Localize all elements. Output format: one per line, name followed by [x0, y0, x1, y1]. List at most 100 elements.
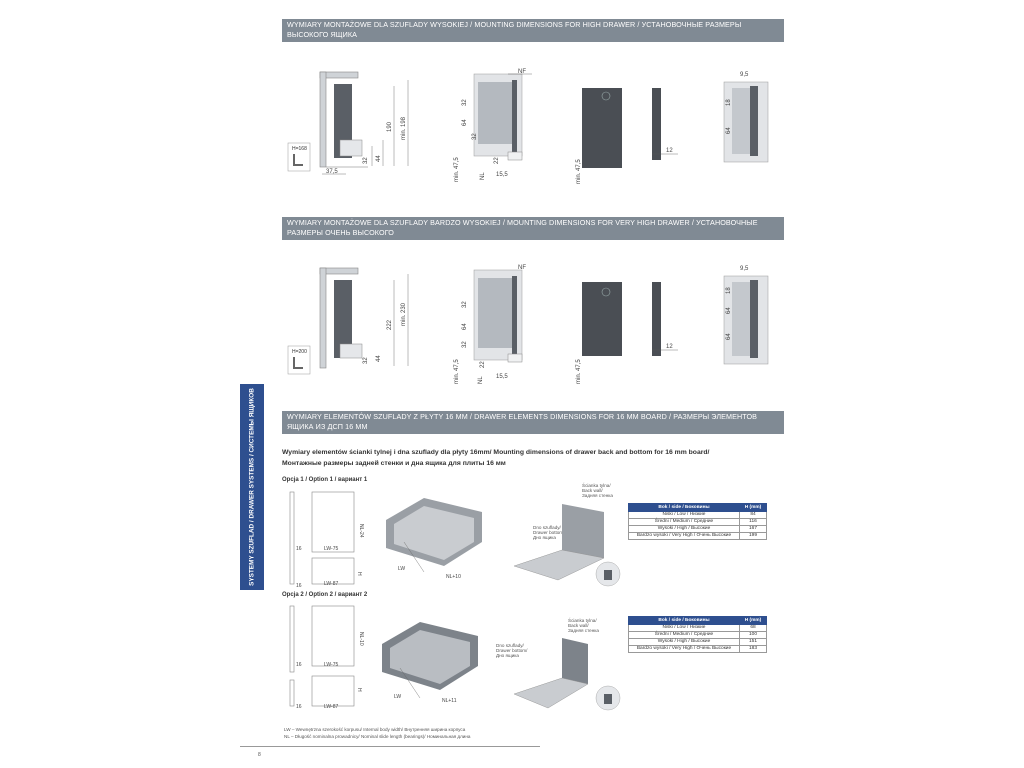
table1-header-side: Bok / side / Боковины — [628, 503, 740, 512]
height-table-option-2: Bok / side / Боковины H (mm) Niski / Low… — [628, 616, 767, 653]
svg-text:NF: NF — [518, 265, 526, 271]
high-drawer-section-drawing: 37,5 32 44 190 min. 198 H=168 — [287, 71, 409, 175]
svg-text:LW-75: LW-75 — [324, 546, 338, 552]
svg-text:NL+11: NL+11 — [442, 698, 457, 704]
svg-text:LW: LW — [398, 566, 405, 572]
svg-text:64: 64 — [462, 323, 468, 330]
svg-text:32: 32 — [472, 133, 478, 140]
height-table-option-1: Bok / side / Боковины H (mm) Niski / Low… — [628, 503, 767, 540]
side-tab-label: SYSTEMY SZUFLAD / DRAWER SYSTEMS / СИСТЕ… — [248, 388, 256, 586]
dim-44: 44 — [376, 155, 382, 162]
svg-text:64: 64 — [726, 307, 732, 314]
svg-text:64: 64 — [726, 127, 732, 134]
svg-text:min. 47,5: min. 47,5 — [576, 359, 582, 384]
svg-text:12: 12 — [666, 344, 673, 350]
svg-text:NL-24: NL-24 — [358, 524, 364, 538]
svg-text:H: H — [356, 572, 362, 576]
svg-text:16: 16 — [296, 546, 302, 552]
option-2-bottom-assembly — [513, 638, 621, 711]
svg-text:LW: LW — [394, 694, 401, 700]
option-2-flat-elements: 16 16 LW-75 LW-87 NL-10 H — [289, 605, 364, 710]
svg-text:32: 32 — [462, 301, 468, 308]
high-drawer-side-profile: 12 — [652, 88, 678, 160]
svg-text:15,5: 15,5 — [496, 374, 508, 380]
section-header-high-drawer: WYMIARY MONTAŻOWE DLA SZUFLADY WYSOKIEJ … — [282, 19, 784, 42]
option-1-label: Opcja 1 / Option 1 / вариант 1 — [282, 477, 368, 483]
side-category-tab: SYSTEMY SZUFLAD / DRAWER SYSTEMS / СИСТЕ… — [240, 384, 264, 590]
high-drawer-back-panel: min. 47,5 — [576, 88, 622, 184]
svg-text:222: 222 — [387, 319, 393, 330]
svg-text:32: 32 — [462, 341, 468, 348]
dim-min-198: min. 198 — [401, 116, 407, 140]
table2-header-h: H (mm) — [739, 616, 767, 625]
height-badge-168: H=168 — [292, 146, 307, 152]
svg-text:min. 47,5: min. 47,5 — [576, 159, 582, 184]
option-2-drawer-3d: LW NL+11 — [382, 622, 478, 704]
dim-nf: NF — [518, 69, 526, 75]
svg-text:NL+10: NL+10 — [446, 574, 461, 580]
option-2-label: Opcja 2 / Option 2 / вариант 2 — [282, 592, 368, 598]
svg-text:LW-75: LW-75 — [324, 662, 338, 668]
very-high-drawer-side-profile: 12 — [652, 282, 678, 356]
footer-rule — [240, 746, 540, 747]
dim-190: 190 — [387, 121, 393, 132]
table-row: Bardzo wysoki / Very High / Очень Высоки… — [628, 532, 767, 540]
dim-32: 32 — [363, 157, 369, 164]
page-number: 8 — [258, 752, 261, 758]
svg-text:NL: NL — [480, 172, 486, 180]
svg-text:22: 22 — [480, 361, 486, 368]
callout-bottom-1: Dno szuflady/Drawer bottom/Дно ящика — [533, 525, 565, 540]
callout-bottom-2: Dno szuflady/Drawer bottom/Дно ящика — [496, 643, 528, 658]
table2-header-side: Bok / side / Боковины — [628, 616, 740, 625]
svg-text:16: 16 — [296, 583, 302, 589]
svg-text:64: 64 — [726, 333, 732, 340]
dim-37-5: 37,5 — [326, 169, 338, 175]
svg-text:min. 47,5: min. 47,5 — [454, 157, 460, 182]
svg-text:32: 32 — [363, 357, 369, 364]
very-high-drawer-section-drawing: 32 44 222 min. 230 H=200 — [287, 267, 409, 375]
option-1-bottom-assembly — [513, 504, 621, 587]
svg-text:64: 64 — [462, 119, 468, 126]
section-header-drawer-elements: WYMIARY ELEMENTÓW SZUFLADY Z PŁYTY 16 MM… — [282, 411, 784, 434]
elements-subtitle-line2: Монтажные размеры задней стенки и дна ящ… — [282, 460, 506, 467]
svg-text:12: 12 — [666, 148, 673, 154]
svg-text:22: 22 — [494, 157, 500, 164]
height-badge-200: H=200 — [292, 349, 307, 355]
option-1-drawer-3d: LW NL+10 — [386, 498, 482, 580]
option-1-flat-elements: 16 16 LW-75 LW-87 NL-24 H — [289, 491, 364, 589]
svg-text:32: 32 — [462, 99, 468, 106]
footnote-nl: NL – Długość nominalna prowadnicy/ Nomin… — [284, 734, 471, 739]
svg-text:H: H — [356, 688, 362, 692]
svg-text:LW-87: LW-87 — [324, 581, 338, 587]
svg-text:min. 230: min. 230 — [401, 302, 407, 326]
svg-text:NL-10: NL-10 — [358, 632, 364, 646]
table-row: Bardzo wysoki / Very High / Очень Высоки… — [628, 645, 767, 653]
svg-text:44: 44 — [376, 355, 382, 362]
svg-text:18: 18 — [726, 99, 732, 106]
svg-text:9,5: 9,5 — [740, 72, 749, 78]
section-header-very-high-drawer: WYMIARY MONTAŻOWE DLA SZUFLADY BARDZO WY… — [282, 217, 784, 240]
svg-text:LW-87: LW-87 — [324, 704, 338, 710]
callout-back-wall-1: Ścianka tylna/Back wall/Задняя стенка — [582, 483, 613, 498]
high-drawer-rear-view: 9,5 18 64 — [723, 72, 769, 163]
svg-text:16: 16 — [296, 662, 302, 668]
svg-text:18: 18 — [726, 287, 732, 294]
table1-header-h: H (mm) — [739, 503, 767, 512]
very-high-drawer-rear-view: 9,5 18 64 64 — [723, 266, 769, 365]
elements-subtitle-line1: Wymiary elementów ścianki tylnej i dna s… — [282, 449, 710, 456]
footnote-lw: LW – Wewnętrzna szerokość korpusu/ Inter… — [284, 727, 466, 732]
svg-text:9,5: 9,5 — [740, 266, 749, 272]
callout-back-wall-2: Ścianka tylna/Back wall/Задняя стенка — [568, 618, 599, 633]
very-high-drawer-back-panel: min. 47,5 — [576, 282, 622, 384]
very-high-drawer-front-drawing: NF 32 64 32 min. 47,5 22 NL 15,5 — [454, 265, 526, 384]
high-drawer-front-drawing: NF 32 64 32 min. 47,5 22 NL 15,5 — [454, 69, 532, 182]
svg-text:15,5: 15,5 — [496, 172, 508, 178]
svg-text:NL: NL — [478, 376, 484, 384]
svg-text:min. 47,5: min. 47,5 — [454, 359, 460, 384]
